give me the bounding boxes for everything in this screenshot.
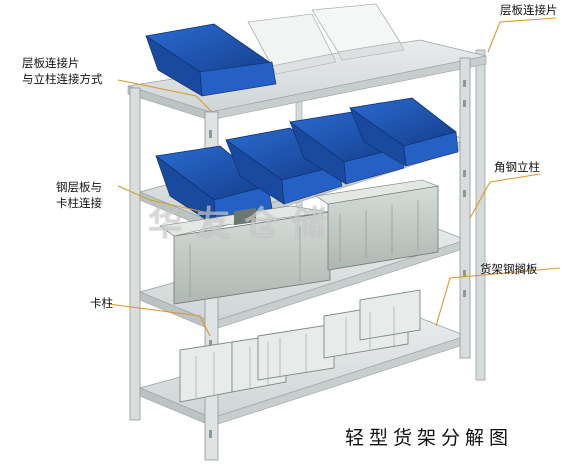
label-angle-post: 角钢立柱 [494,160,540,174]
label-beam: 货架钢搁板 [480,262,538,276]
level4-crates [179,289,421,403]
label-clip: 卡柱 [90,296,113,310]
shelf-level-1-top [127,39,487,121]
label-top-left-line2: 与立柱连接方式 [22,72,103,86]
label-mid-left-line1: 钢层板与 [56,180,102,194]
top-bins [144,3,405,97]
diagram-caption: 轻型货架分解图 [345,427,514,449]
leader-angle-post [469,173,541,219]
level3-crates [159,179,440,305]
level2-blue-bins [155,97,459,227]
leader-top-right [487,17,557,53]
label-mid-left-line2: 卡柱连接 [56,196,102,210]
leader-clip [107,303,211,337]
leader-mid-left [117,185,205,213]
label-top-right: 层板连接片 [500,3,558,17]
leader-top-left [117,79,213,113]
watermark: 华友仓储 [148,204,340,244]
label-top-left-line1: 层板连接片 [22,56,80,70]
leader-lines [107,17,561,337]
leader-beam [435,267,561,327]
